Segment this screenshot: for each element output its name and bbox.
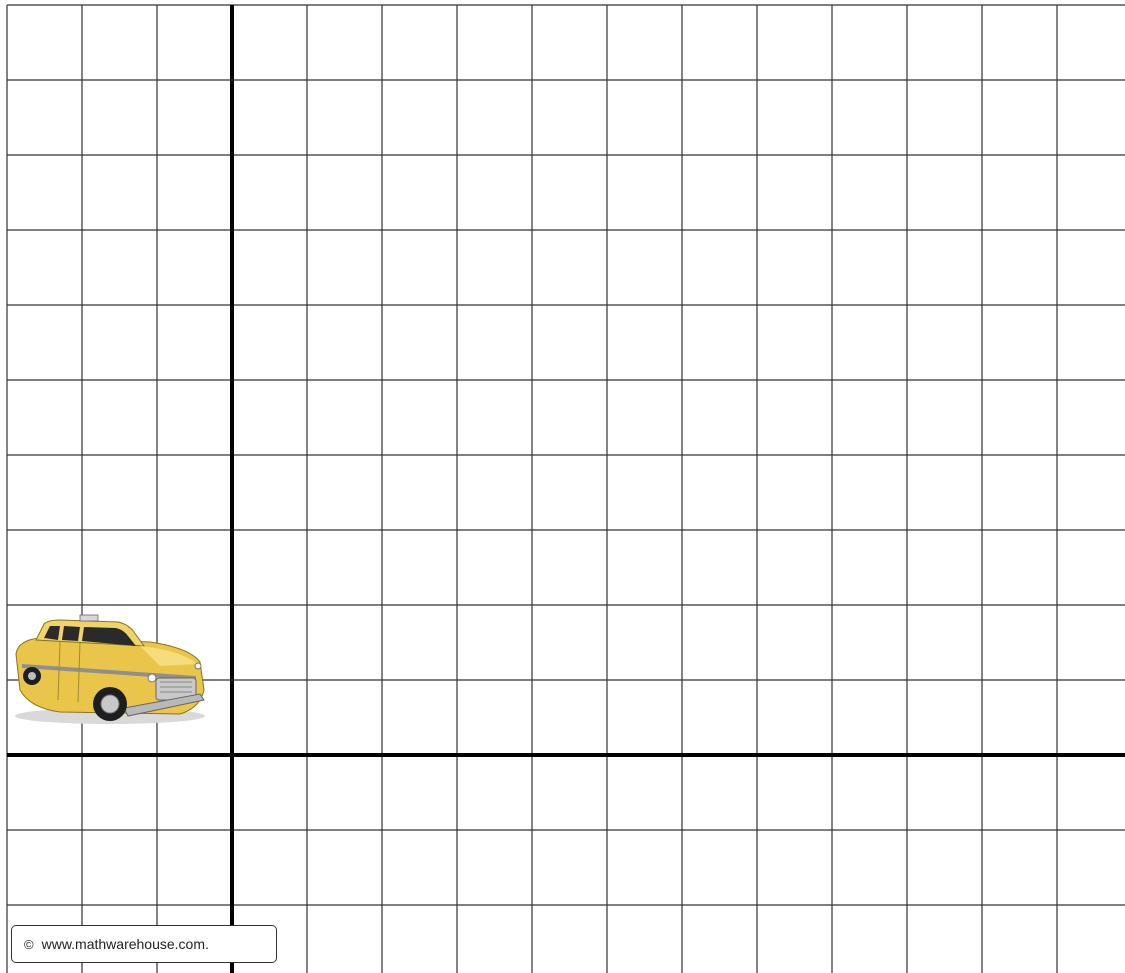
- taxi-icon: [15, 615, 205, 724]
- copyright-mark: ©: [24, 937, 34, 952]
- copyright-text: www.mathwarehouse.com.: [42, 936, 209, 952]
- axes: [7, 5, 1125, 973]
- copyright-badge: © www.mathwarehouse.com.: [11, 925, 277, 963]
- grid-lines: [7, 5, 1125, 973]
